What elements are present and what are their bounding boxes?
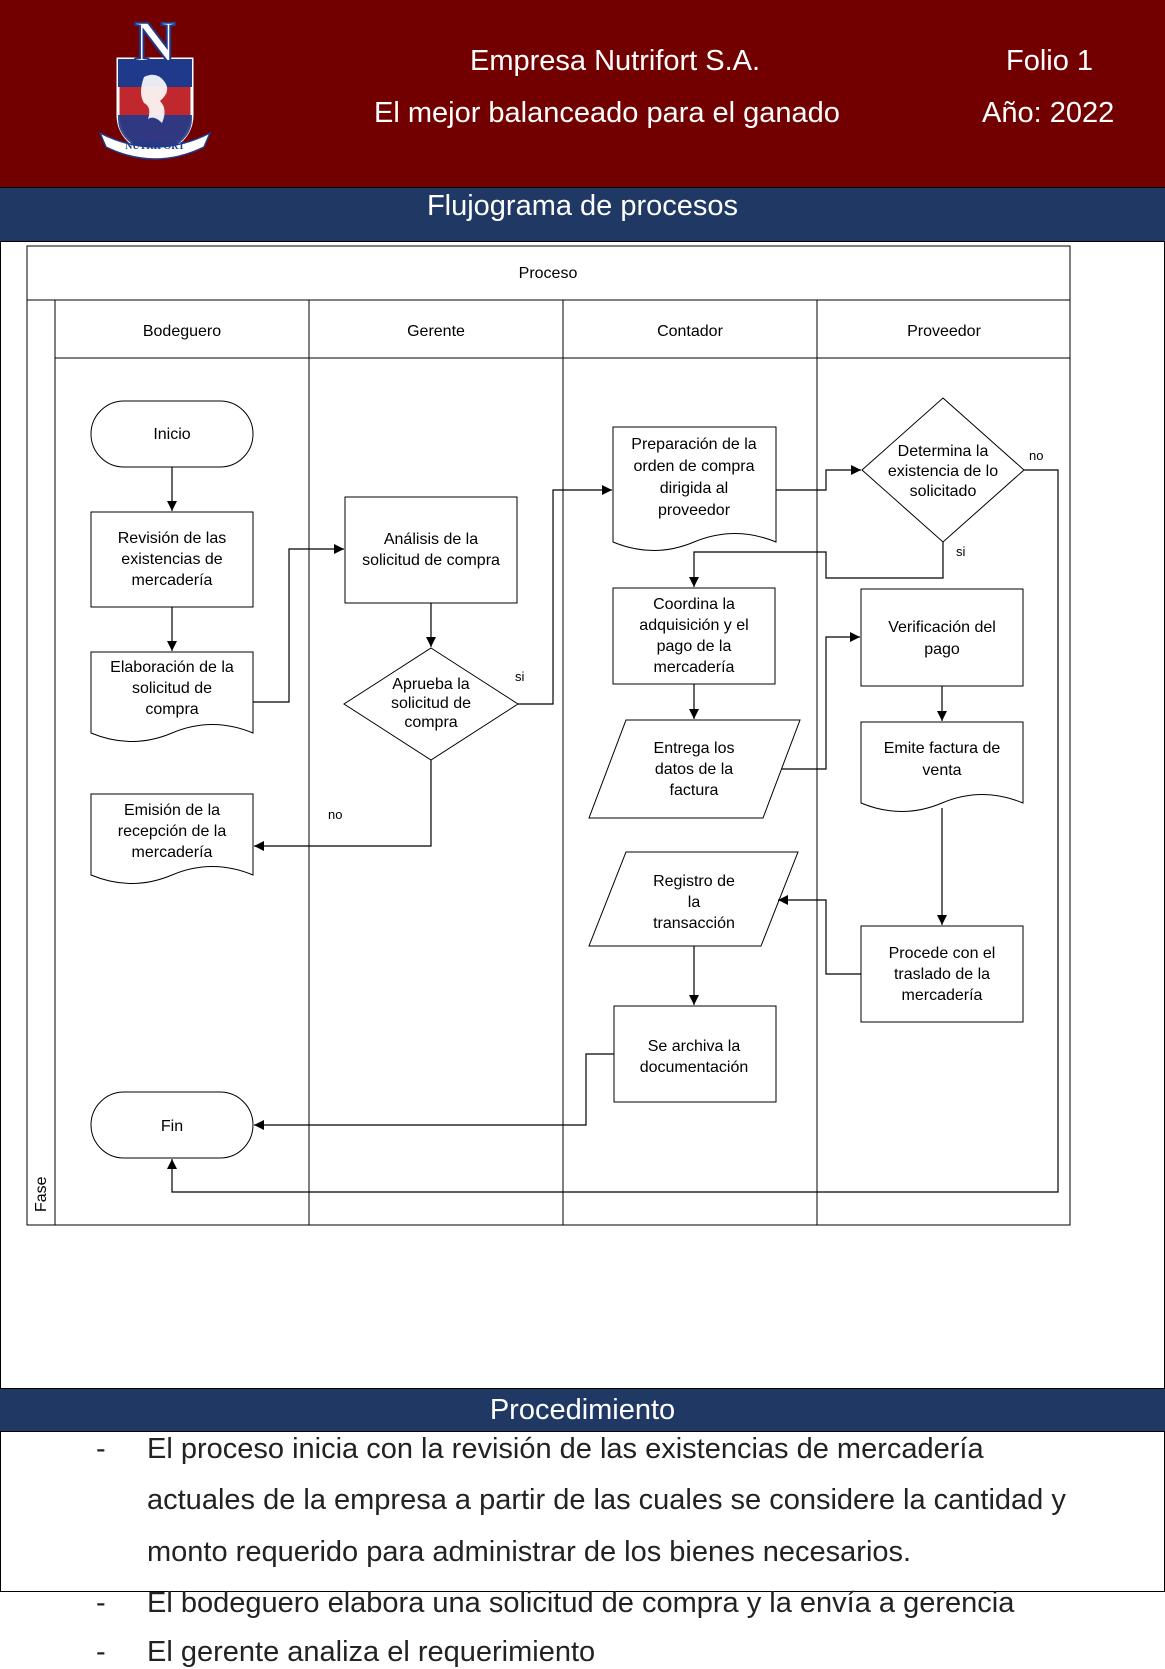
node-label-analisis: solicitud de compra bbox=[362, 552, 500, 569]
procedure-text: El proceso inicia con la revisión de las… bbox=[147, 1433, 984, 1465]
node-label-verificacion: Verificación del bbox=[888, 619, 996, 636]
lane-bodeguero: Bodeguero bbox=[143, 323, 221, 340]
edge-label-aprueba-no: no bbox=[328, 807, 342, 822]
archiva-process bbox=[613, 1005, 777, 1103]
node-label-analisis: Análisis de la bbox=[384, 531, 478, 548]
lane-proveedor: Proveedor bbox=[907, 323, 981, 340]
verificacion-process bbox=[860, 588, 1024, 687]
node-label-emite: Emite factura de bbox=[884, 740, 1001, 757]
emision-document bbox=[90, 793, 254, 884]
node-label-entrega: factura bbox=[670, 782, 719, 799]
node-label-elaboracion: Elaboración de la bbox=[110, 659, 234, 676]
node-label-fin: Fin bbox=[161, 1118, 183, 1135]
swimlane-frame bbox=[26, 245, 1071, 1226]
node-label-emision: mercadería bbox=[132, 844, 213, 861]
coordina-process bbox=[612, 587, 776, 685]
phase-label: Fase bbox=[33, 1176, 50, 1212]
flowchart-section-title: Flujograma de procesos bbox=[0, 188, 1165, 242]
edge-procede-registro bbox=[778, 895, 861, 975]
end-terminator bbox=[90, 1091, 254, 1159]
procedure-text: actuales de la empresa a partir de las c… bbox=[147, 1484, 1066, 1516]
svg-text:N: N bbox=[134, 15, 176, 74]
folio-number: Folio 1 bbox=[1006, 45, 1094, 77]
bullet-dash: - bbox=[96, 1636, 106, 1668]
node-label-determina: Determina la bbox=[898, 443, 989, 460]
node-label-emite: venta bbox=[922, 762, 961, 779]
node-label-procede: traslado de la bbox=[894, 966, 990, 983]
procedure-text: El gerente analiza el requerimiento bbox=[147, 1636, 596, 1668]
company-slogan: El mejor balanceado para el ganado bbox=[374, 97, 840, 129]
registro-data bbox=[588, 851, 799, 947]
nutrifort-logo: N NUTRIFORT bbox=[98, 15, 212, 160]
revision-process bbox=[90, 511, 254, 608]
edge-aprueba-no bbox=[254, 760, 432, 851]
bullet-dash: - bbox=[96, 1433, 106, 1465]
edge-label-determina-no: no bbox=[1029, 448, 1043, 463]
elaboracion-document bbox=[90, 651, 254, 742]
edge-preparacion-determina bbox=[776, 465, 861, 491]
edge-aprueba-si bbox=[518, 485, 612, 705]
node-label-determina: existencia de lo bbox=[888, 463, 998, 480]
node-label-elaboracion: compra bbox=[145, 701, 198, 718]
page-header: N NUTRIFORT Empresa Nutrifort S.A. El me… bbox=[0, 0, 1165, 188]
edge-label-determina-si: si bbox=[956, 544, 966, 559]
node-label-revision: Revisión de las bbox=[118, 530, 227, 547]
edge-archiva-fin bbox=[254, 1053, 614, 1130]
node-label-preparacion: orden de compra bbox=[634, 458, 755, 475]
node-label-preparacion: dirigida al bbox=[660, 480, 728, 497]
year-label: Año: 2022 bbox=[982, 97, 1115, 129]
node-label-coordina: pago de la bbox=[657, 638, 732, 655]
procede-process bbox=[860, 925, 1024, 1023]
node-label-aprueba: solicitud de bbox=[391, 695, 471, 712]
edge-entrega-verificacion bbox=[782, 632, 860, 770]
node-label-archiva: Se archiva la bbox=[648, 1038, 741, 1055]
node-label-aprueba: compra bbox=[404, 714, 457, 731]
svg-text:NUTRIFORT: NUTRIFORT bbox=[125, 141, 185, 152]
emite-document bbox=[860, 721, 1024, 812]
edge-label-aprueba-si: si bbox=[515, 669, 525, 684]
node-label-preparacion: proveedor bbox=[658, 502, 731, 519]
procedure-band-text: Procedimiento bbox=[489, 1394, 676, 1426]
node-label-determina: solicitado bbox=[910, 483, 977, 500]
node-label-procede: mercadería bbox=[902, 987, 983, 1004]
node-label-registro: la bbox=[688, 894, 701, 911]
node-label-verificacion: pago bbox=[924, 641, 960, 658]
node-label-entrega: Entrega los bbox=[654, 740, 735, 757]
node-label-registro: Registro de bbox=[653, 873, 735, 890]
node-label-entrega: datos de la bbox=[655, 761, 733, 778]
node-label-emision: recepción de la bbox=[118, 823, 227, 840]
node-label-archiva: documentación bbox=[640, 1059, 749, 1076]
edge-elaboracion-analisis bbox=[253, 544, 344, 703]
node-label-elaboracion: solicitud de bbox=[132, 680, 212, 697]
preparacion-document bbox=[612, 426, 777, 551]
procedure-text: monto requerido para administrar de los … bbox=[147, 1536, 912, 1568]
process-flowchart: Proceso Fase Bodeguero Gerente Contador … bbox=[26, 245, 1071, 1226]
node-label-procede: Procede con el bbox=[889, 945, 996, 962]
node-label-coordina: mercadería bbox=[654, 659, 735, 676]
node-label-coordina: adquisición y el bbox=[639, 617, 748, 634]
edge-determina-si bbox=[689, 542, 944, 587]
lane-contador: Contador bbox=[657, 323, 723, 340]
node-label-emision: Emisión de la bbox=[124, 802, 220, 819]
flowchart-band-text: Flujograma de procesos bbox=[426, 190, 739, 222]
edge-determina-no bbox=[167, 469, 1059, 1193]
node-label-revision: existencias de bbox=[121, 551, 222, 568]
process-header: Proceso bbox=[519, 265, 578, 282]
node-label-revision: mercadería bbox=[132, 572, 213, 589]
node-label-aprueba: Aprueba la bbox=[392, 676, 469, 693]
node-label-registro: transacción bbox=[653, 915, 735, 932]
node-label-coordina: Coordina la bbox=[653, 596, 735, 613]
lane-gerente: Gerente bbox=[407, 323, 465, 340]
procedure-section-title: Procedimiento bbox=[0, 1388, 1165, 1432]
company-name: Empresa Nutrifort S.A. bbox=[470, 45, 761, 77]
node-label-preparacion: Preparación de la bbox=[631, 436, 757, 453]
entrega-data bbox=[588, 719, 801, 819]
node-label-inicio: Inicio bbox=[153, 426, 190, 443]
analisis-process bbox=[344, 496, 518, 604]
